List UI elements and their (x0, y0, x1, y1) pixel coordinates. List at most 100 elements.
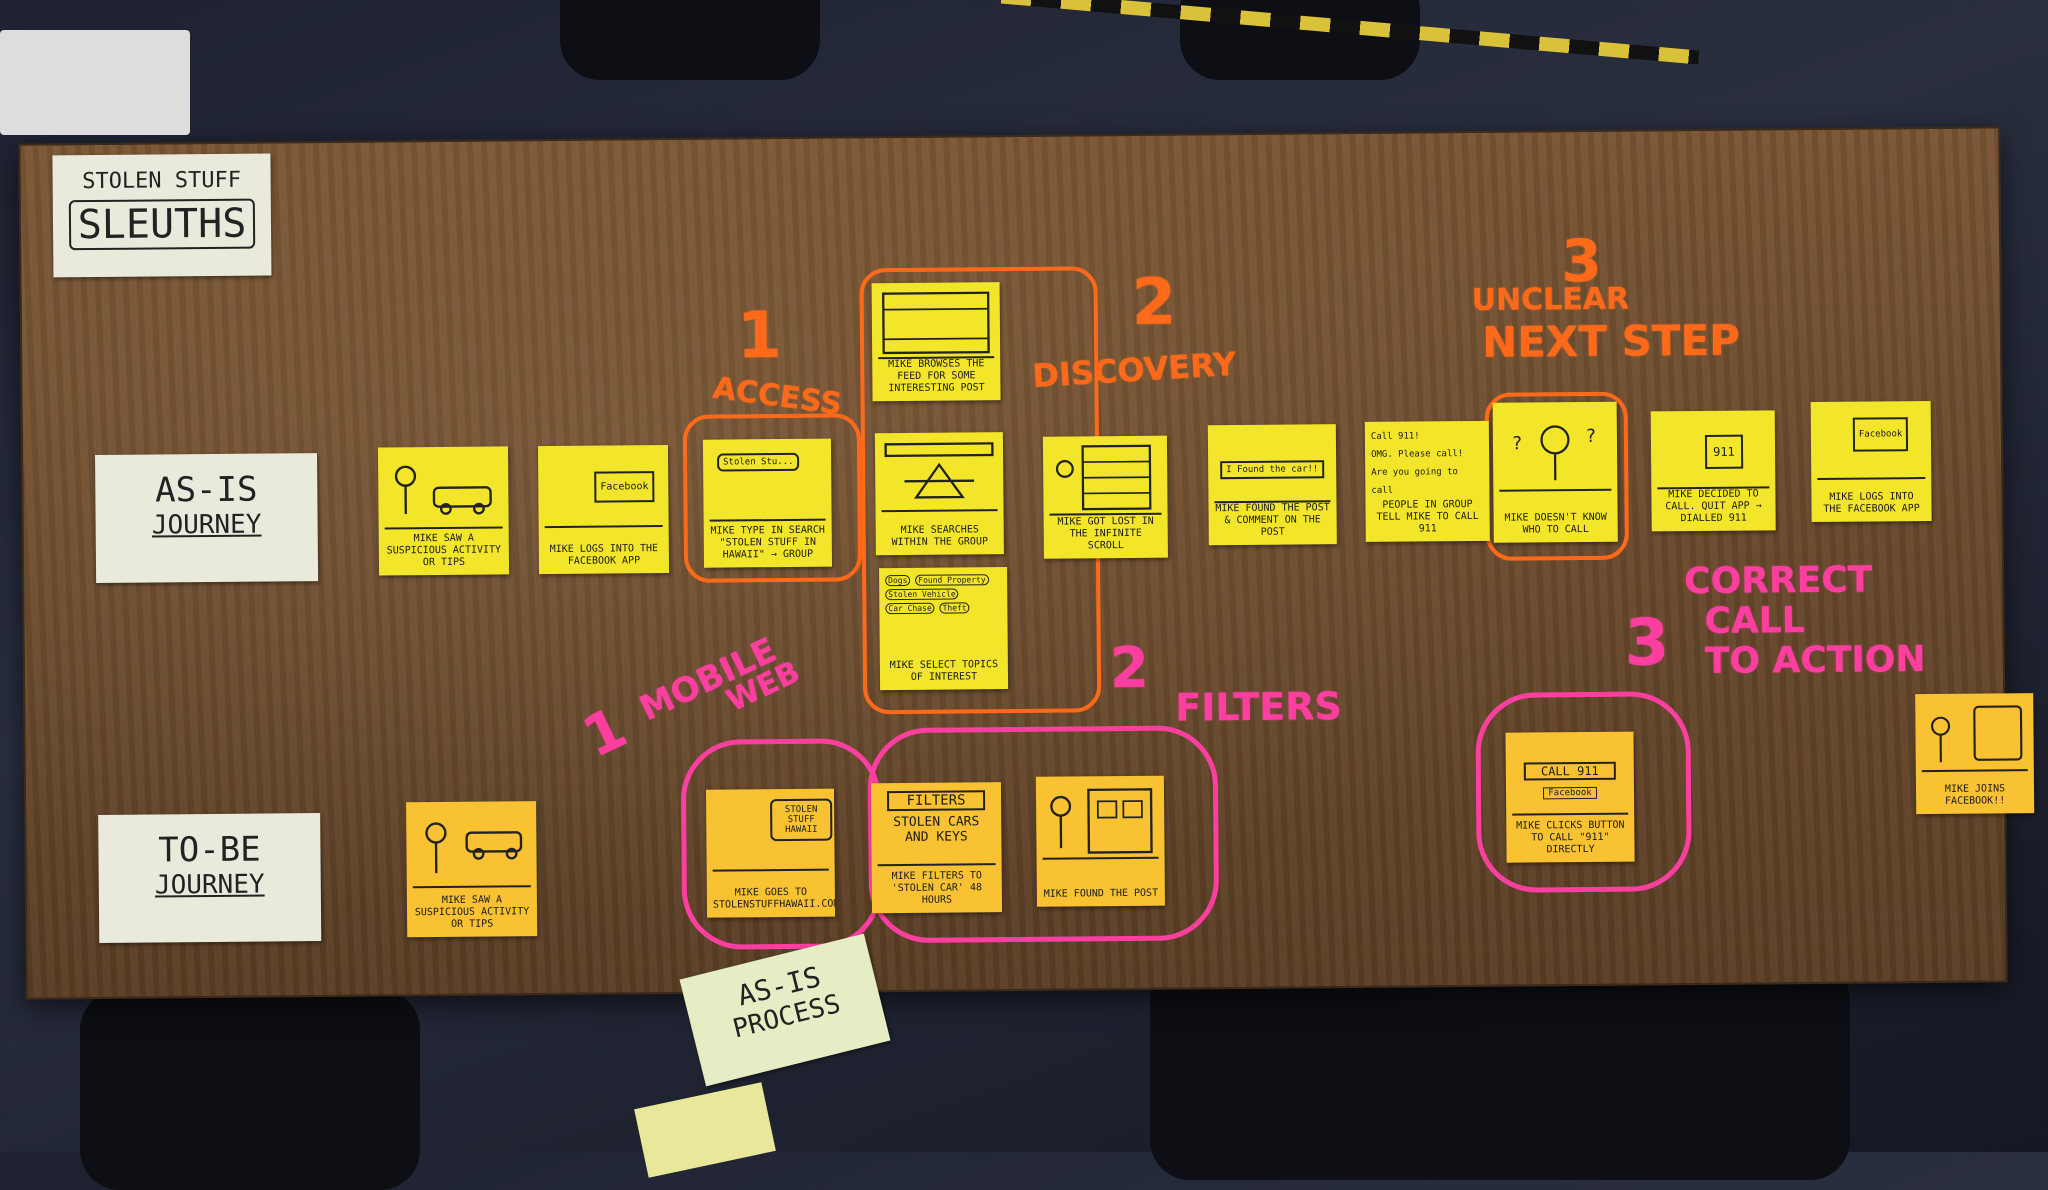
note-caption: MIKE SELECT TOPICS OF INTEREST (886, 659, 1002, 684)
asis-note-7: MIKE GOT LOST IN THE INFINITE SCROLL (1043, 436, 1168, 559)
note-caption: MIKE SEARCHES WITHIN THE GROUP (882, 524, 998, 549)
note-caption: MIKE GOES TO STOLENSTUFFHAWAII.COM (713, 887, 829, 912)
asis-note-8: I Found the car!! MIKE FOUND THE POST & … (1208, 424, 1337, 545)
sketch-phone-facebook: Facebook (1817, 407, 1926, 480)
sketch-filters: FILTERS STOLEN CARS AND KEYS (877, 788, 996, 866)
svg-text:?: ? (1586, 426, 1596, 447)
pink-3-label-line1: CORRECT (1684, 560, 1872, 603)
asis-note-9: Call 911! OMG. Please call! Are you goin… (1365, 421, 1490, 542)
annotation-3-label-line1: UNCLEAR (1472, 282, 1630, 318)
pink-1-number: 1 (573, 695, 636, 770)
screen-text: Facebook (594, 471, 654, 503)
note-caption: MIKE FOUND THE POST (1043, 888, 1159, 901)
pink-2-number: 2 (1110, 636, 1150, 701)
note-caption: MIKE GOT LOST IN THE INFINITE SCROLL (1050, 516, 1162, 553)
asis-note-10: ?? MIKE DOESN'T KNOW WHO TO CALL (1493, 402, 1618, 543)
screen-text: I Found the car!! (1220, 460, 1324, 479)
tobe-note-2: STOLEN STUFF HAWAII MIKE GOES TO STOLENS… (706, 789, 835, 918)
note-caption: MIKE LOGS INTO THE FACEBOOK APP (1817, 491, 1925, 516)
sketch-search-group (881, 438, 998, 512)
tag: Theft (940, 602, 970, 613)
tag: Found Property (915, 574, 989, 586)
chair-bottom-right (1150, 960, 1850, 1180)
sketch-mobile-web: STOLEN STUFF HAWAII (712, 795, 829, 872)
screen-text: CALL 911 (1524, 762, 1616, 781)
screen-text: Facebook (1853, 417, 1909, 451)
note-caption: MIKE FOUND THE POST & COMMENT ON THE POS… (1214, 502, 1330, 539)
title-line1: STOLEN STUFF (53, 167, 271, 194)
sketch-person-car (412, 807, 531, 888)
note-caption: MIKE CLICKS BUTTON TO CALL "911" DIRECTL… (1512, 820, 1628, 857)
tobe-note-1: MIKE SAW A SUSPICIOUS ACTIVITY OR TIPS (406, 801, 537, 937)
tobe-note-6: MIKE JOINS FACEBOOK!! (1915, 693, 2034, 814)
chair-top (560, 0, 820, 80)
tobe-line1: TO-BE (98, 829, 320, 871)
loose-note-corner (634, 1082, 776, 1177)
asis-note-2: Facebook MIKE LOGS INTO THE FACEBOOK APP (538, 445, 669, 574)
note-caption: MIKE BROWSES THE FEED FOR SOME INTERESTI… (878, 358, 994, 395)
asis-note-4: MIKE BROWSES THE FEED FOR SOME INTERESTI… (872, 282, 1001, 401)
asis-journey-card: AS-IS JOURNEY (95, 453, 318, 583)
sketch-feed (878, 288, 995, 359)
tag: Stolen Vehicle (885, 588, 959, 600)
note-caption: MIKE SAW A SUSPICIOUS ACTIVITY OR TIPS (413, 894, 531, 931)
sketch-confused-person: ?? (1499, 408, 1612, 492)
annotation-1-number: 1 (737, 299, 782, 373)
asis-note-11: 911 MIKE DECIDED TO CALL. QUIT APP → DIA… (1651, 410, 1776, 531)
pink-3-label-line2: CALL (1704, 600, 1805, 642)
storyboard-board: STOLEN STUFF SLEUTHS AS-IS JOURNEY TO-BE… (18, 126, 2007, 999)
note-caption: MIKE JOINS FACEBOOK!! (1922, 783, 2028, 808)
sketch-post-comment: I Found the car!! (1214, 430, 1331, 503)
note-caption: MIKE FILTERS TO 'STOLEN CAR' 48 HOURS (878, 870, 996, 907)
asis-note-1: MIKE SAW A SUSPICIOUS ACTIVITY OR TIPS (378, 446, 509, 575)
note-caption: PEOPLE IN GROUP TELL MIKE TO CALL 911 (1371, 499, 1483, 536)
screen-text-2: STOLEN CARS (877, 814, 995, 830)
pink-2-label: FILTERS (1175, 684, 1342, 729)
sketch-infinite-scroll (1049, 442, 1162, 516)
note-caption: MIKE LOGS INTO THE FACEBOOK APP (545, 543, 663, 568)
sketch-phone-facebook: Facebook (544, 451, 663, 528)
asis-line1: AS-IS (95, 469, 317, 511)
comment-options: Call 911! OMG. Please call! Are you goin… (1371, 427, 1484, 500)
tobe-note-4: MIKE FOUND THE POST (1036, 776, 1165, 907)
tobe-note-5: CALL 911 Facebook MIKE CLICKS BUTTON TO … (1505, 732, 1634, 863)
cup-top-left (0, 30, 190, 135)
note-caption: MIKE TYPE IN SEARCH "STOLEN STUFF IN HAW… (710, 525, 826, 562)
sketch-search-screen: Stolen Stu... (709, 445, 826, 522)
screen-text-2: Facebook (1543, 787, 1596, 799)
note-caption: MIKE DECIDED TO CALL. QUIT APP → DIALLED… (1657, 488, 1769, 525)
annotation-3-label-line2: NEXT STEP (1482, 316, 1740, 367)
pink-3-number: 3 (1624, 606, 1669, 680)
option: OMG. Please call! (1371, 445, 1483, 464)
asis-note-12: Facebook MIKE LOGS INTO THE FACEBOOK APP (1811, 401, 1932, 522)
asis-line2: JOURNEY (96, 509, 318, 541)
option: Call 911! (1371, 427, 1483, 446)
sketch-person-car (384, 452, 503, 529)
pink-3-label-line3: TO ACTION (1705, 639, 1926, 682)
sketch-phone-dial: 911 (1657, 416, 1770, 489)
svg-text:?: ? (1512, 433, 1522, 454)
tag: Car Chase (885, 603, 934, 614)
screen-text-3: AND KEYS (877, 829, 995, 845)
tobe-journey-card: TO-BE JOURNEY (98, 813, 321, 943)
screen-text: Stolen Stu... (717, 453, 800, 472)
tobe-note-3: FILTERS STOLEN CARS AND KEYS MIKE FILTER… (871, 782, 1002, 913)
tobe-line2: JOURNEY (99, 869, 321, 901)
tag: Dogs (885, 575, 910, 586)
sketch-call-button: CALL 911 Facebook (1512, 738, 1629, 816)
sketch-found-post (1042, 782, 1159, 860)
screen-text: STOLEN STUFF HAWAII (770, 799, 832, 842)
asis-note-6: Dogs Found Property Stolen Vehicle Car C… (879, 567, 1008, 690)
screen-text: 911 (1705, 435, 1743, 469)
asis-note-5: MIKE SEARCHES WITHIN THE GROUP (875, 432, 1004, 555)
sketch-join-facebook (1921, 699, 2028, 772)
option: Are you going to call (1371, 463, 1483, 500)
title-line2: SLEUTHS (69, 199, 255, 251)
title-card: STOLEN STUFF SLEUTHS (52, 153, 271, 277)
topic-tags: Dogs Found Property Stolen Vehicle Car C… (885, 573, 1001, 616)
asis-note-3: Stolen Stu... MIKE TYPE IN SEARCH "STOLE… (703, 439, 832, 568)
screen-text: FILTERS (887, 790, 985, 811)
annotation-2-number: 2 (1131, 266, 1176, 340)
chair-bottom-left (80, 990, 420, 1190)
note-caption: MIKE DOESN'T KNOW WHO TO CALL (1500, 512, 1612, 537)
